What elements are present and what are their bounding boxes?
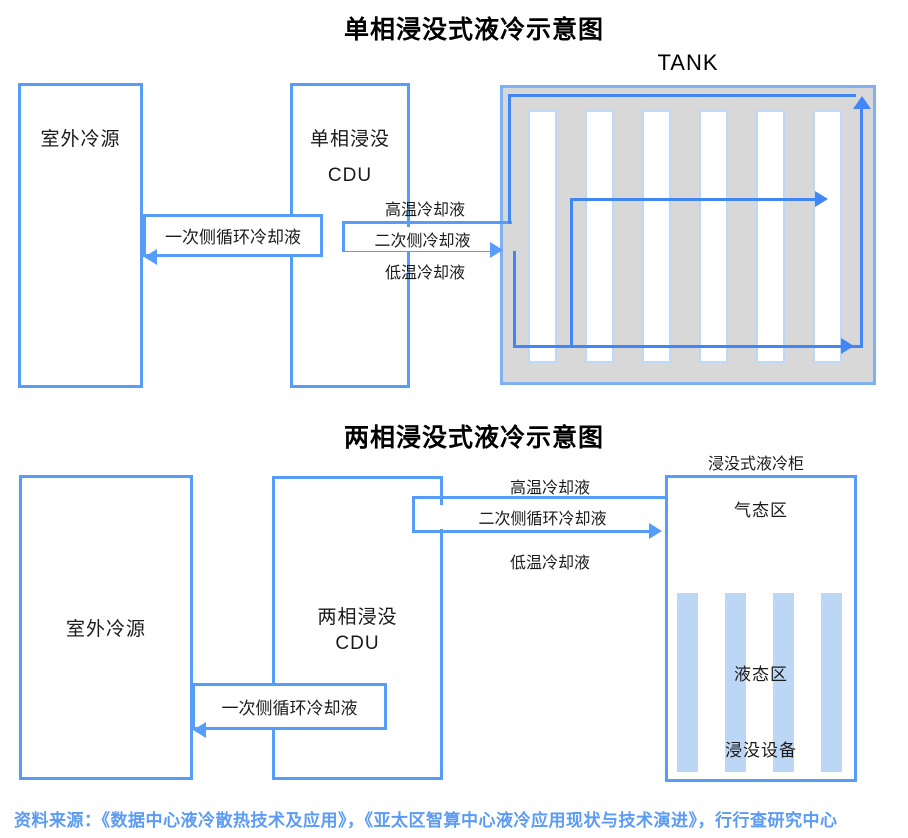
- secondary-return-line-bottom: [412, 496, 665, 499]
- server-bar: [528, 110, 557, 363]
- server-bar: [813, 110, 842, 363]
- arrow-up-icon: [853, 96, 871, 109]
- single-phase-title: 单相浸没式液冷示意图: [343, 16, 604, 44]
- tank-top-line: [508, 94, 856, 97]
- tank-return-stub-line: [508, 94, 511, 224]
- outdoor-cold-source-box-bottom: 室外冷源: [19, 475, 193, 780]
- cdu-label-line2-bottom: CDU: [335, 632, 380, 654]
- secondary-return-line-top: [342, 221, 512, 224]
- cold-coolant-label-top: 低温冷却液: [384, 265, 465, 282]
- primary-loop-pipe-bottom: 一次侧循环冷却液: [192, 683, 387, 730]
- tank-right-riser-line: [860, 106, 863, 348]
- cabinet-title: 浸没式液冷柜: [707, 456, 804, 473]
- server-bar: [699, 110, 728, 363]
- equipment-label: 浸没设备: [725, 741, 797, 760]
- arrow-right-icon: [841, 338, 854, 354]
- server-bar: [585, 110, 614, 363]
- equipment-bar: [773, 593, 794, 772]
- arrow-right-icon: [490, 242, 503, 258]
- hot-coolant-label-bottom: 高温冷却液: [509, 480, 590, 497]
- gas-zone-label: 气态区: [734, 501, 788, 520]
- liquid-zone-label: 液态区: [734, 665, 788, 684]
- tank-bottom-line: [513, 345, 863, 348]
- server-bar: [642, 110, 671, 363]
- immersed-equipment-bars: [677, 593, 842, 772]
- arrow-left-icon: [144, 249, 157, 265]
- primary-loop-label-bottom: 一次侧循环冷却液: [221, 699, 358, 718]
- outdoor-cold-source-label-bottom: 室外冷源: [65, 619, 146, 640]
- tank-branch-line: [570, 198, 815, 201]
- secondary-coolant-label-top: 二次侧冷却液: [345, 227, 500, 251]
- cold-coolant-label-bottom: 低温冷却液: [509, 555, 590, 572]
- server-slots: [528, 110, 842, 363]
- tank-title: TANK: [657, 50, 719, 75]
- server-bar: [756, 110, 785, 363]
- two-phase-cdu-box: 两相浸没 CDU: [272, 476, 443, 780]
- secondary-supply-line-bottom: [412, 530, 649, 533]
- source-citation: 资料来源：《数据中心液冷散热技术及应用》，《亚太区智算中心液冷应用现状与技术演进…: [14, 811, 838, 830]
- equipment-bar: [725, 593, 746, 772]
- cdu-label-line1-bottom: 两相浸没: [317, 606, 398, 628]
- secondary-pipe-left-edge-bottom: [412, 496, 415, 533]
- equipment-bar: [677, 593, 698, 772]
- cdu-label-line1-top: 单相浸没: [309, 129, 390, 150]
- tank-branch-riser-line: [570, 198, 573, 348]
- arrow-right-icon: [649, 523, 662, 539]
- tank-inlet-drop-line: [513, 251, 516, 348]
- secondary-pipe-left-edge-top: [342, 221, 345, 252]
- secondary-coolant-label-bottom: 二次侧循环冷却液: [430, 505, 655, 529]
- arrow-right-icon: [815, 191, 828, 207]
- two-phase-title: 两相浸没式液冷示意图: [343, 424, 604, 452]
- primary-loop-label-top: 一次侧循环冷却液: [165, 228, 301, 247]
- hot-coolant-label-top: 高温冷却液: [384, 202, 465, 219]
- cdu-label-line2-top: CDU: [327, 165, 373, 186]
- equipment-bar: [821, 593, 842, 772]
- arrow-left-icon: [193, 722, 206, 738]
- primary-loop-pipe-top: 一次侧循环冷却液: [143, 214, 323, 257]
- outdoor-cold-source-label-top: 室外冷源: [40, 129, 121, 150]
- outdoor-cold-source-box-top: 室外冷源: [18, 83, 143, 388]
